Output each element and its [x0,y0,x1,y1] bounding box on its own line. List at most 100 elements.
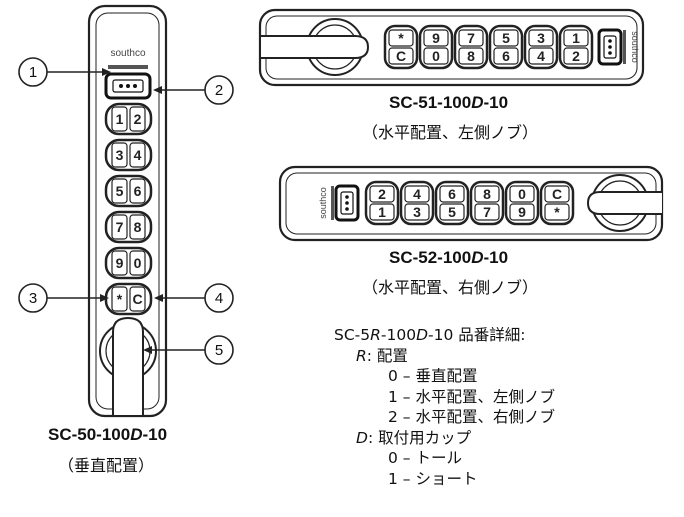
keypad-key [458,29,484,47]
keypad-key [369,185,395,203]
right-caption: （水平配置、右側ノブ） [362,278,539,297]
callout-5: 5 [215,342,223,359]
keypad-key [111,250,128,276]
knob-vertical [99,316,157,415]
keypad-key [111,178,128,204]
keypad-left: * C 9 0 7 8 5 6 3 4 1 2 [383,24,594,70]
key-label: 1 [378,204,386,220]
keypad-key [388,29,414,47]
key-label: 0 [432,48,440,64]
keypad-key [404,185,430,203]
brand-logo-left: southco [630,31,640,63]
keypad-key [509,203,535,221]
keypad-key [111,214,128,240]
keypad-key [423,47,449,65]
key-label: 7 [483,204,491,220]
key-label: 4 [413,186,421,202]
keypad-key [474,185,500,203]
key-label: 5 [502,30,510,46]
callout-4: 4 [215,290,223,307]
legend-r-item-2: 2 – 水平配置、右側ノブ [388,408,555,426]
keypad-key [111,286,128,312]
key-label: 1 [572,30,580,46]
left-caption: （水平配置、左側ノブ） [362,123,539,142]
part-number-legend: SC-5R-100D-10 品番詳細: R: 配置 0 – 垂直配置 1 – 水… [334,325,555,489]
key-label: 8 [483,186,491,202]
key-label: 3 [413,204,421,220]
key-label: 2 [134,111,142,127]
horizontal-lock-left: * C 9 0 7 8 5 6 3 4 1 2 southco [258,8,645,87]
key-label: C [132,291,142,307]
key-label: * [554,204,560,220]
key-label: 5 [116,183,124,199]
legend-d-item-0: 0 – トール [388,449,462,467]
brand-logo-vertical: southco [110,48,145,59]
vertical-model-number: SC-50-100D-10 [48,425,168,444]
keypad-key [528,29,554,47]
display-window-vertical [104,72,152,100]
display-window-left [597,28,623,66]
key-label: * [398,30,404,46]
keypad-key [129,214,146,240]
key-label: 0 [134,255,142,271]
key-label: 9 [116,255,124,271]
key-label: C [552,186,562,202]
key-label: 9 [432,30,440,46]
legend-r-item-0: 0 – 垂直配置 [388,367,478,385]
key-label: 5 [448,204,456,220]
key-label: 3 [537,30,545,46]
key-label: 2 [378,186,386,202]
keypad-key [404,203,430,221]
keypad-key [544,185,570,203]
key-label: 1 [116,111,124,127]
keypad-key [129,142,146,168]
keypad-key [129,178,146,204]
key-label: 6 [502,48,510,64]
keypad-key [528,47,554,65]
legend-d-item-1: 1 – ショート [388,469,478,488]
keypad-key [388,47,414,65]
keypad-key [129,250,146,276]
brand-logo-right: southco [318,187,328,219]
legend-r-label: R: 配置 [356,346,408,365]
key-label: C [396,48,406,64]
keypad-key [563,47,589,65]
keypad-key [439,185,465,203]
callout-1: 1 [29,64,37,81]
key-label: 4 [537,48,545,64]
legend-heading: SC-5R-100D-10 品番詳細: [334,326,526,344]
key-label: 2 [572,48,580,64]
legend-r-item-1: 1 – 水平配置、左側ノブ [388,387,555,406]
key-label: 8 [467,48,475,64]
key-label: 7 [467,30,475,46]
keypad-key [474,203,500,221]
keypad-key [423,29,449,47]
callouts [18,57,234,365]
legend-d-label: D: 取付用カップ [356,428,472,447]
vertical-caption: （垂直配置） [58,456,155,475]
right-model-number: SC-52-100D-10 [389,248,509,267]
callout-3: 3 [29,290,37,307]
keypad-key [544,203,570,221]
knob-right [586,174,662,232]
key-label: 3 [116,147,124,163]
keypad-key [369,203,395,221]
key-label: 7 [116,219,124,235]
key-label: 4 [134,147,142,163]
key-label: 9 [518,204,526,220]
keypad-key [129,286,146,312]
keypad-key [493,29,519,47]
keypad-key [111,106,128,132]
keypad-key [493,47,519,65]
knob-left [261,18,370,76]
key-label: 8 [134,219,142,235]
keypad-key [458,47,484,65]
keypad-key [563,29,589,47]
keypad-key [509,185,535,203]
left-model-number: SC-51-100D-10 [389,93,509,112]
